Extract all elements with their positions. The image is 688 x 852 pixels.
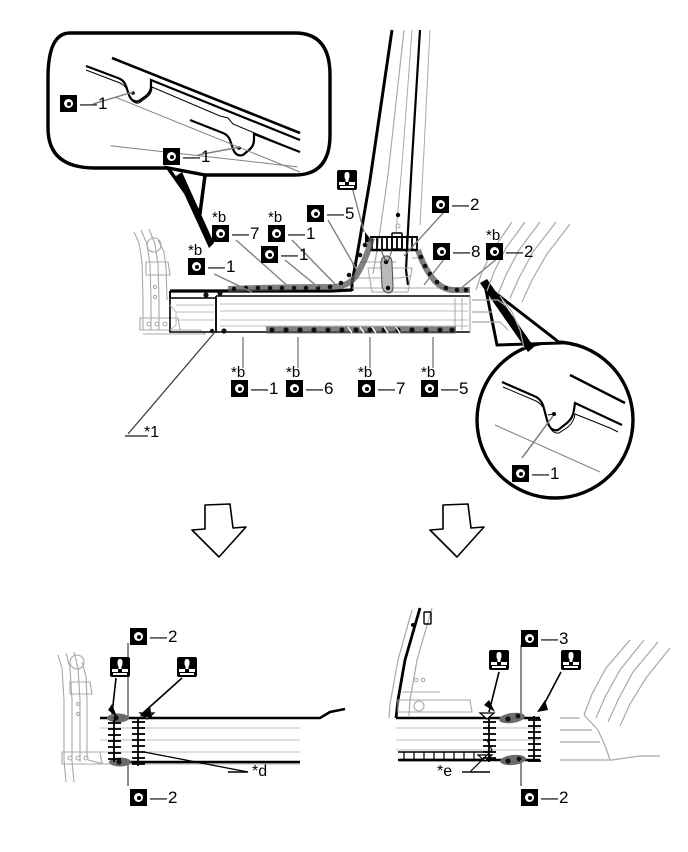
badge-count: 2: [168, 788, 178, 807]
badge-count: 6: [324, 379, 334, 398]
plug-weld-icon[interactable]: [489, 650, 509, 670]
badge-count: 2: [524, 242, 534, 261]
weld-badge-detail-left-top[interactable]: — 2: [130, 628, 177, 645]
badge-count: 1: [550, 464, 560, 483]
badge-count: 5: [345, 204, 355, 223]
weld-badge-detail-left-bottom[interactable]: — 2: [130, 789, 177, 806]
weld-badge-main-b3[interactable]: *b — 7: [358, 364, 406, 398]
spot-weld-icon: [433, 243, 450, 260]
flow-arrow-left: [191, 503, 247, 558]
badge-count: 7: [396, 379, 406, 398]
weld-badge-top-bubble-2[interactable]: — 1: [163, 148, 210, 165]
ref-star: *b: [268, 209, 283, 226]
weld-badge-main-t1[interactable]: *b — 1: [188, 242, 236, 276]
top-callout-bubble: [46, 31, 332, 248]
weld-badge-main-t8[interactable]: *b — 2: [486, 227, 534, 261]
ref-star: *b: [188, 242, 203, 259]
badge-count: 8: [471, 242, 481, 261]
badge-dash: —: [183, 147, 200, 166]
ref-star: *b: [486, 227, 501, 244]
pillar-bracket: [380, 249, 394, 294]
reference-mark-e: *e: [437, 763, 453, 780]
ref-star: *b: [358, 364, 373, 381]
detail-left-view: [57, 643, 346, 786]
weld-badge-main-t5[interactable]: — 5: [307, 205, 354, 222]
weld-ladder: [108, 718, 145, 766]
badge-count: 2: [470, 195, 480, 214]
spot-weld-icon: [521, 789, 538, 806]
spot-weld-icon: [286, 380, 303, 397]
plug-weld-icon[interactable]: [110, 657, 130, 677]
top-leader-lines: [213, 186, 499, 293]
plug-weld-icon[interactable]: [561, 650, 581, 670]
spot-weld-icon: [231, 380, 248, 397]
weld-badge-right-bubble-1[interactable]: — 1: [512, 465, 559, 482]
upper-weld-bead: [203, 237, 470, 298]
badge-count: 3: [559, 629, 569, 648]
spot-weld-icon: [512, 465, 529, 482]
badge-dash: —: [80, 94, 97, 113]
detail-right-view: [388, 607, 671, 786]
reference-mark-d: *d: [252, 763, 268, 780]
ref-star: *b: [286, 364, 301, 381]
spot-weld-icon: [60, 95, 77, 112]
weld-badge-detail-right-top[interactable]: — 3: [521, 630, 568, 647]
spot-weld-icon: [163, 148, 180, 165]
weld-badge-detail-right-bottom[interactable]: — 2: [521, 789, 568, 806]
detail-right-hatch: [398, 751, 488, 762]
spot-weld-icon: [358, 380, 375, 397]
weld-badge-main-b1[interactable]: *b — 1: [231, 364, 279, 398]
top-bubble-detail: [85, 56, 301, 173]
right-bubble-detail: [494, 373, 626, 473]
weld-badge-main-t6[interactable]: — 2: [432, 196, 479, 213]
lower-weld-bead: [209, 326, 456, 334]
spot-weld-icon: [188, 258, 205, 275]
badge-count: 1: [226, 257, 236, 276]
ref-star: *b: [212, 209, 227, 226]
flow-arrow-right: [429, 503, 485, 558]
badge-count: 1: [269, 379, 279, 398]
badge-count: 7: [250, 224, 260, 243]
badge-count: 2: [168, 627, 178, 646]
badge-count: 5: [459, 379, 469, 398]
main-body-side-view: [125, 29, 571, 437]
spot-weld-icon: [130, 789, 147, 806]
detail-left-arrows: [111, 677, 183, 715]
bottom-leader-lines: [242, 337, 434, 368]
weld-badge-main-b2[interactable]: *b — 6: [286, 364, 334, 398]
spot-weld-icon: [130, 628, 147, 645]
spot-weld-icon: [261, 246, 278, 263]
badge-count: 1: [201, 147, 211, 166]
spot-weld-icon: [432, 196, 449, 213]
badge-count: 1: [306, 224, 316, 243]
badge-count: 1: [299, 245, 309, 264]
ref-star: *b: [421, 364, 436, 381]
spot-weld-icon: [307, 205, 324, 222]
spot-weld-icon: [268, 225, 285, 242]
badge-count: 2: [559, 788, 569, 807]
ref1-leader: [125, 331, 216, 437]
spot-weld-icon: [212, 225, 229, 242]
badge-dash: —: [532, 464, 549, 483]
spot-weld-icon: [486, 243, 503, 260]
weld-badge-main-t2[interactable]: *b — 7: [212, 209, 260, 243]
weld-badge-top-bubble-1[interactable]: — 1: [60, 95, 107, 112]
plug-weld-icon[interactable]: [337, 170, 357, 190]
badge-count: 1: [98, 94, 108, 113]
weld-badge-main-t3[interactable]: — 1: [261, 246, 308, 263]
plug-weld-icon[interactable]: [177, 657, 197, 677]
weld-badge-main-t7[interactable]: — 8: [433, 243, 480, 260]
reference-mark-1: *1: [144, 424, 160, 441]
weld-badge-main-t4[interactable]: *b — 1: [268, 209, 316, 243]
spot-weld-icon: [521, 630, 538, 647]
weld-badge-main-b4[interactable]: *b — 5: [421, 364, 469, 398]
spot-weld-icon: [421, 380, 438, 397]
ref-star: *b: [231, 364, 246, 381]
